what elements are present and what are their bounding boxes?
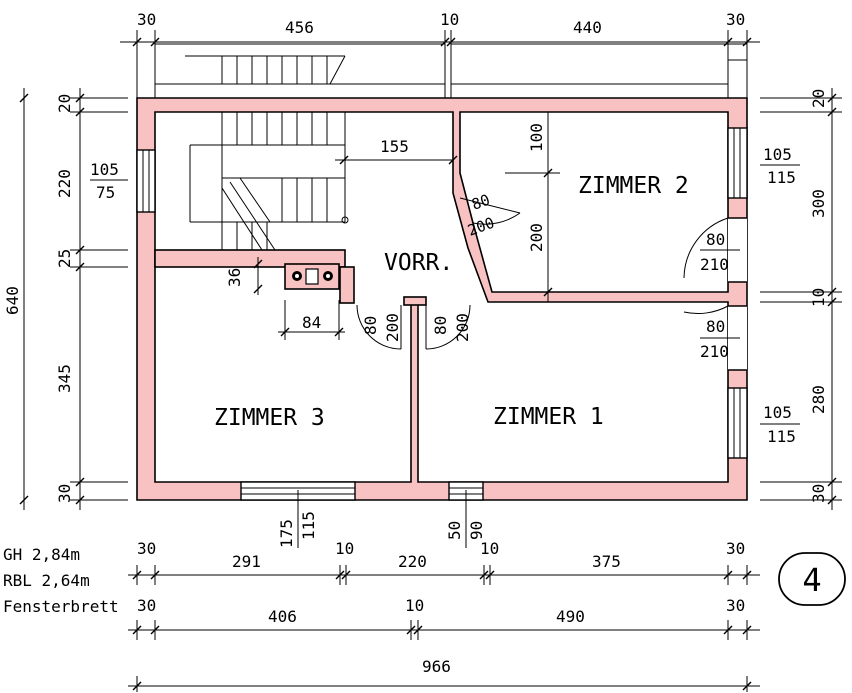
dim-left-top-wall: 20 (55, 94, 74, 113)
dim-row2-1: 406 (268, 607, 297, 626)
dim-row1-5: 375 (592, 552, 621, 571)
room-label-vorraum: VORR. (384, 250, 453, 276)
dim-left-bottom-wall: 30 (55, 484, 74, 503)
dim-window-z3-num: 175 (277, 519, 296, 548)
dim-right-bottom-wall: 30 (809, 484, 828, 503)
dim-right-door-top-num: 80 (706, 230, 725, 249)
dim-right-door-bottom-den: 210 (700, 342, 729, 361)
window-zimmer1 (727, 387, 748, 459)
dim-door-z1-den: 200 (453, 313, 472, 342)
dimension-lines (19, 30, 842, 692)
dim-right-window-bottom-den: 115 (767, 427, 796, 446)
chimney-flues (292, 268, 333, 285)
dim-chimney-height: 36 (225, 268, 244, 287)
windows (136, 127, 748, 501)
floor-badge: 4 (778, 552, 846, 606)
left-dim-labels: 640 20 220 25 345 30 105 75 (3, 94, 119, 503)
dim-left-window-num: 105 (90, 160, 119, 179)
dim-right-door-top-den: 210 (700, 255, 729, 274)
walls (136, 97, 748, 501)
room-label-zimmer3: ZIMMER 3 (214, 405, 325, 431)
dim-top-segment-right: 440 (573, 18, 602, 37)
dim-left-lower: 345 (55, 364, 74, 393)
right-dim-labels: 20 300 10 280 30 105 115 105 115 80 210 … (700, 89, 828, 503)
dim-row2-0: 30 (137, 596, 156, 615)
dim-z2-wall-offset: 100 (527, 123, 546, 152)
inner-dim-labels: 155 100 200 80 200 36 84 80 200 80 200 1… (225, 123, 546, 548)
dim-row2-4: 30 (726, 596, 745, 615)
note-ceiling-height: GH 2,84m (3, 545, 80, 564)
room-label-zimmer2: ZIMMER 2 (578, 173, 689, 199)
note-room-height: RBL 2,64m (3, 571, 90, 590)
dim-left-mid-wall: 25 (55, 249, 74, 268)
dim-top-left-wall: 30 (137, 10, 156, 29)
dim-row2-2: 10 (405, 596, 424, 615)
dim-row1-3: 220 (398, 552, 427, 571)
window-zimmer2 (727, 127, 748, 199)
room-label-zimmer1: ZIMMER 1 (493, 404, 604, 430)
outer-walls (136, 97, 748, 501)
notes: GH 2,84m RBL 2,64m Fensterbrett (3, 545, 119, 616)
dim-right-lower: 280 (809, 385, 828, 414)
dim-window-bath-den: 90 (467, 521, 486, 540)
dim-left-overall: 640 (3, 286, 22, 315)
dim-door-z3-num: 80 (361, 316, 380, 335)
dim-row1-1: 291 (232, 552, 261, 571)
dim-window-z3-den: 115 (299, 511, 318, 540)
window-stair (136, 149, 156, 213)
dim-row1-2: 10 (335, 539, 354, 558)
floor-badge-number: 4 (802, 561, 821, 599)
note-window-sill: Fensterbrett (3, 597, 119, 616)
z1-wall-stub (403, 296, 427, 306)
door-swings (356, 197, 729, 350)
dim-right-window-top-den: 115 (767, 168, 796, 187)
dim-left-window-den: 75 (96, 183, 115, 202)
dim-top-right-wall: 30 (726, 10, 745, 29)
room-labels: ZIMMER 2 ZIMMER 3 ZIMMER 1 VORR. (214, 173, 689, 431)
dim-right-upper: 300 (809, 189, 828, 218)
dim-chimney-width: 84 (302, 313, 321, 332)
bottom-dim-labels: 30 291 10 220 10 375 30 30 406 10 490 30… (137, 539, 745, 676)
dim-row2-3: 490 (556, 607, 585, 626)
top-dim-labels: 30 456 10 440 30 (137, 10, 745, 37)
dim-diag-door-num: 80 (469, 191, 492, 214)
dim-row1-6: 30 (726, 539, 745, 558)
dim-window-bath-num: 50 (445, 521, 464, 540)
dim-overall-width: 966 (422, 657, 451, 676)
dim-right-top-wall: 20 (809, 89, 828, 108)
dim-right-mid-wall: 10 (809, 288, 828, 307)
dim-top-segment-left: 456 (285, 18, 314, 37)
dim-right-door-bottom-num: 80 (706, 317, 725, 336)
dim-hall-width: 155 (380, 137, 409, 156)
dim-top-mid-wall: 10 (440, 10, 459, 29)
stair-room-wall (154, 249, 346, 268)
dim-right-window-top-num: 105 (763, 145, 792, 164)
dim-door-z3-den: 200 (383, 313, 402, 342)
dim-row1-4: 10 (480, 539, 499, 558)
dim-row1-0: 30 (137, 539, 156, 558)
dim-door-z1-num: 80 (431, 316, 450, 335)
dim-right-window-bottom-num: 105 (763, 403, 792, 422)
hall-wall-stub (339, 266, 355, 304)
dim-z2-door-height: 200 (527, 223, 546, 252)
stair-arrow-point (341, 216, 349, 224)
dim-left-upper: 220 (55, 169, 74, 198)
